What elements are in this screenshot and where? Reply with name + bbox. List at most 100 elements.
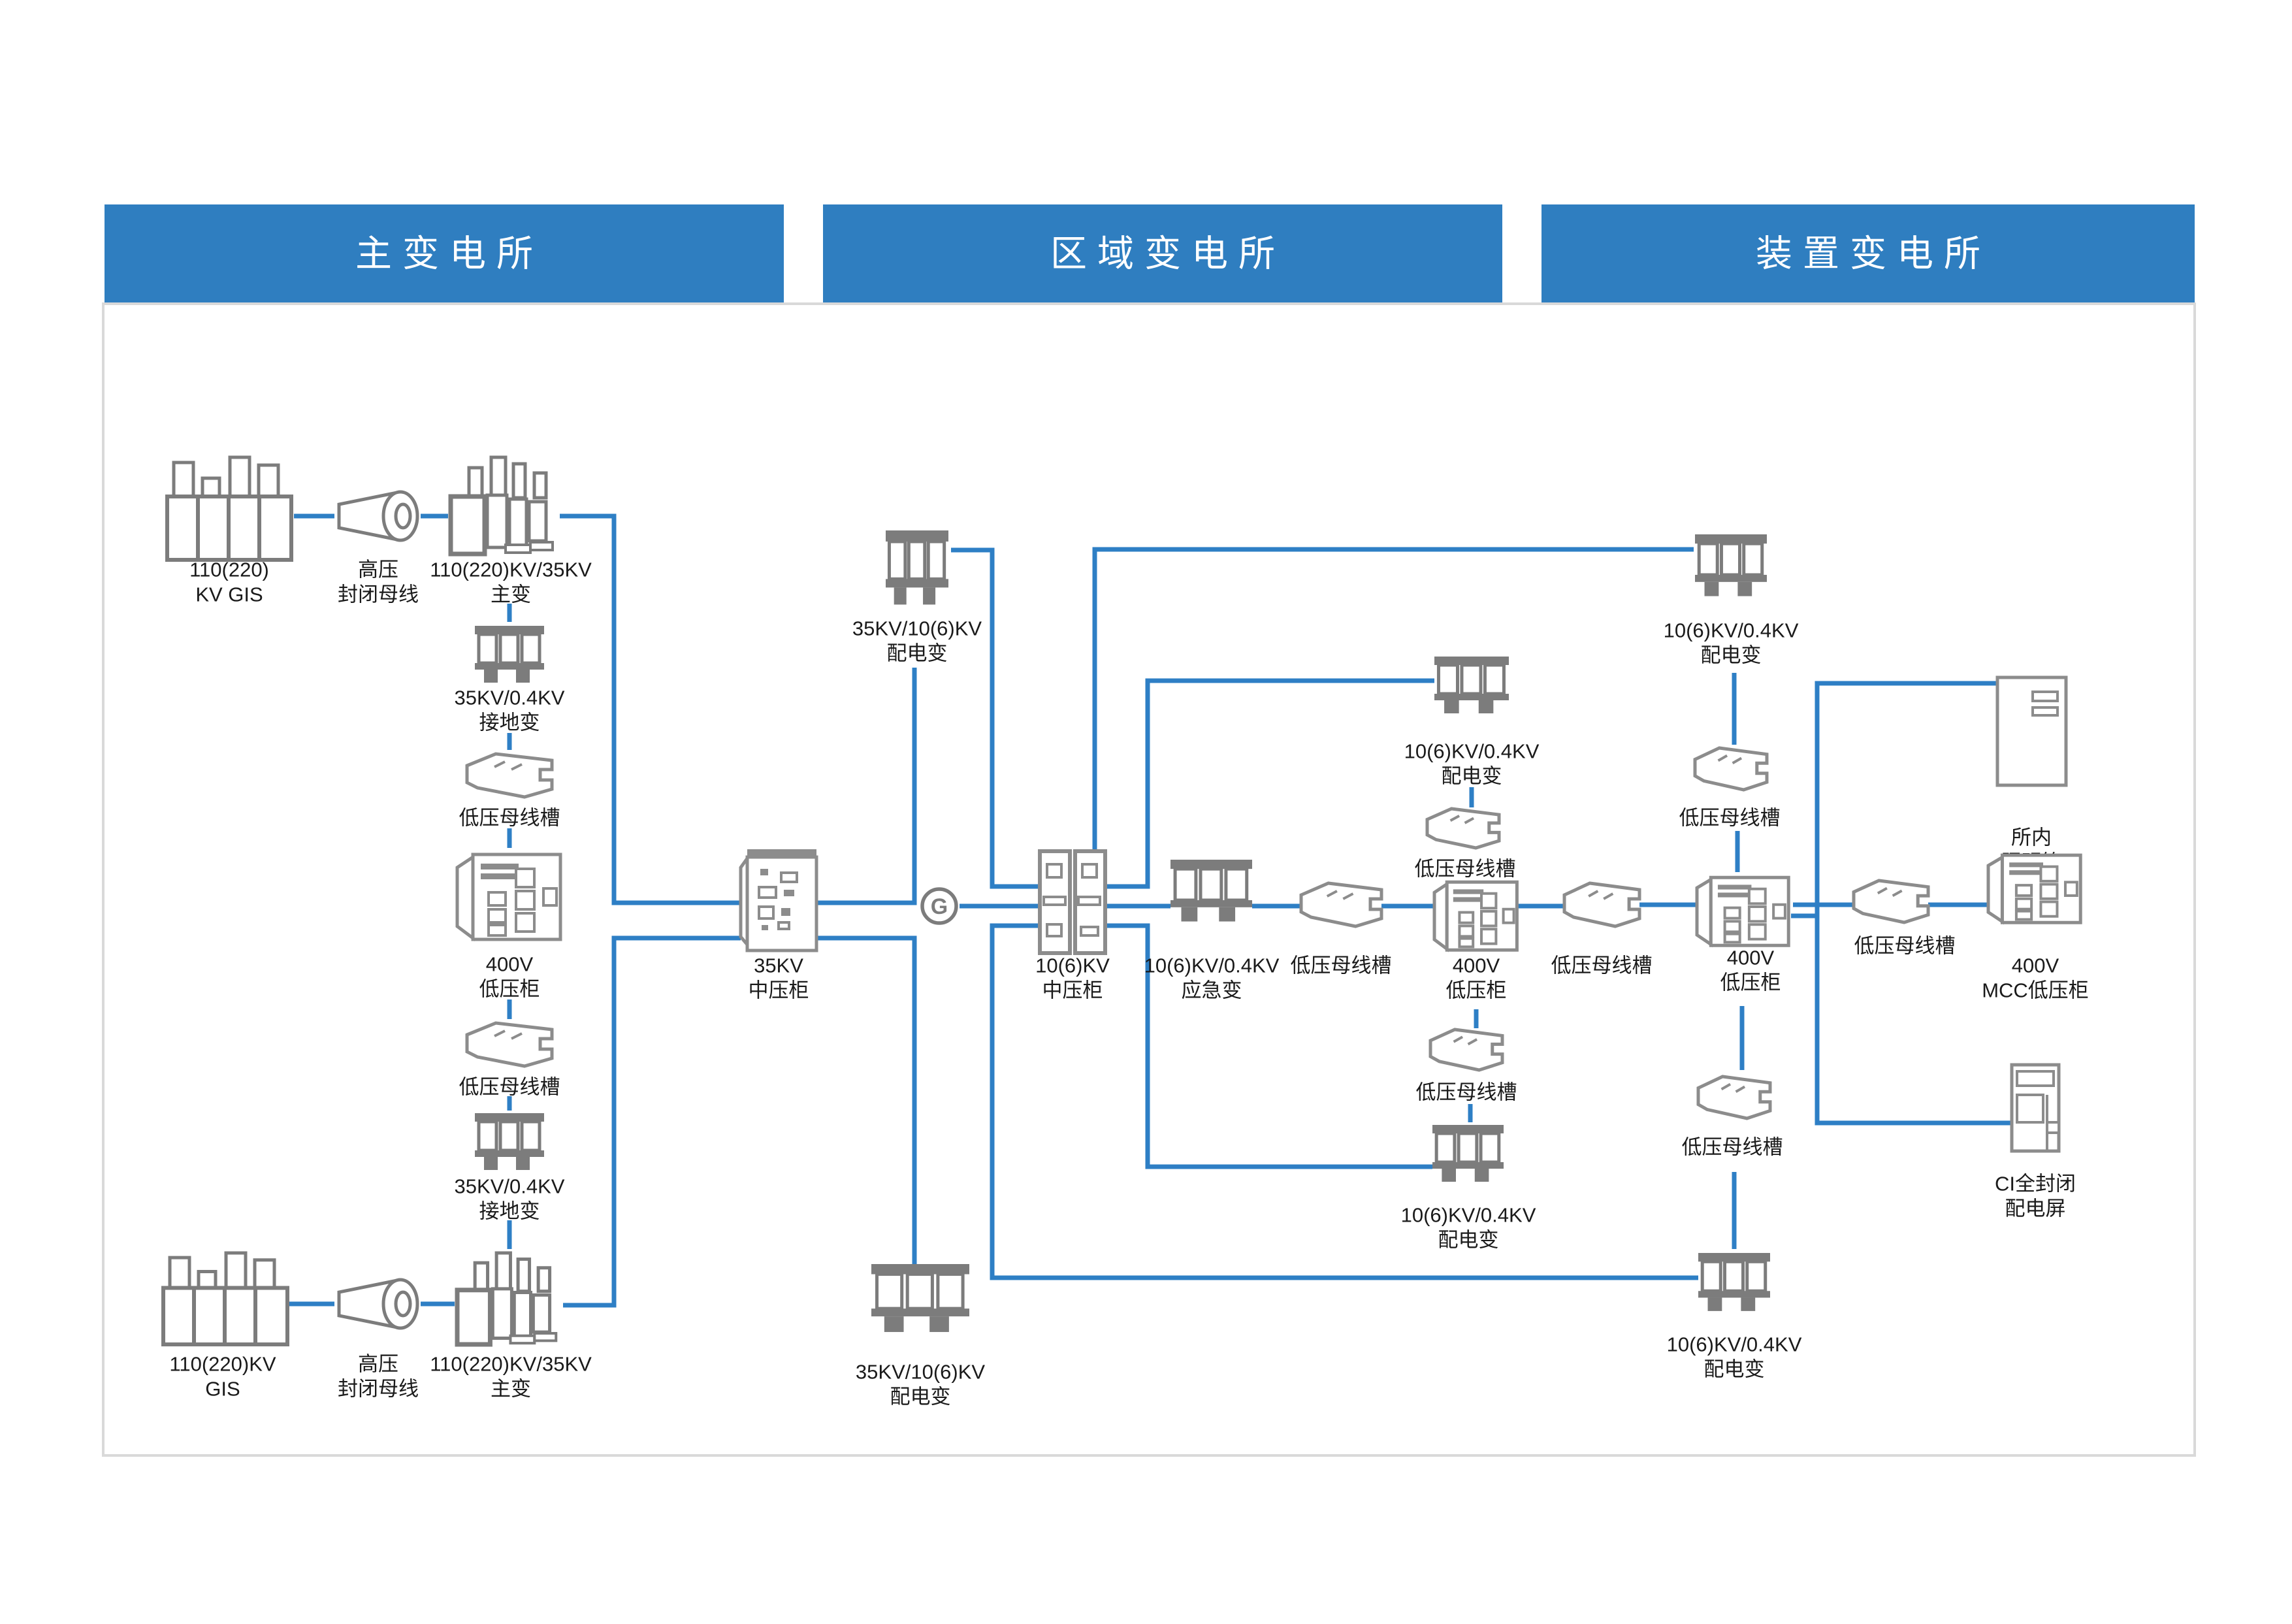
- node-label: 110(220)KV/35KV: [430, 1353, 592, 1376]
- connection-lv-cabinet-3--ci-panel: [1815, 916, 2012, 1126]
- node-label: 接地变: [479, 1200, 540, 1223]
- node-label: 低压母线槽: [1682, 1136, 1783, 1159]
- node-label: 低压母线槽: [459, 807, 560, 830]
- node-gis-1: 110(220)KV GIS: [167, 457, 291, 606]
- connection-mv-cabinet-10--dist-transformer-10-04-mid-top: [1105, 678, 1434, 889]
- node-label: 配电变: [1438, 1229, 1499, 1252]
- connection-mv-cabinet-10--dist-transformer-10-04-right-bottom: [990, 923, 1698, 1280]
- node-label: 主变: [491, 583, 531, 606]
- connection-mv-cabinet-35--dist-transformer-35-10-top: [816, 668, 917, 905]
- node-bus-duct-5: 低压母线槽: [1415, 809, 1516, 881]
- maint-icon: [457, 1253, 556, 1344]
- node-label: 配电屏: [2005, 1197, 2066, 1220]
- node-bus-duct-2: 低压母线槽: [459, 1023, 560, 1099]
- trans-icon: [1434, 657, 1509, 713]
- gis-icon: [167, 457, 291, 560]
- node-bus-duct-9: 低压母线槽: [1854, 881, 1956, 958]
- trans-icon: [1170, 860, 1252, 922]
- connection-lines: [287, 513, 2012, 1308]
- node-label: 低压母线槽: [459, 1076, 560, 1099]
- node-label: 400V: [1453, 954, 1500, 977]
- ci-icon: [2012, 1065, 2059, 1151]
- cab3d-icon: [1697, 877, 1788, 945]
- node-bus-duct-6: 低压母线槽: [1416, 1030, 1517, 1104]
- connection-mv-cabinet-35--main-transformer-2: [563, 935, 741, 1308]
- gis-icon: [163, 1253, 287, 1344]
- gen-icon: G: [922, 889, 956, 923]
- trans-icon: [1698, 1253, 1770, 1311]
- node-label: 35KV/0.4KV: [455, 1175, 565, 1198]
- section-header-1: 主变电所: [105, 204, 784, 302]
- node-label: 10(6)KV: [1035, 954, 1110, 977]
- node-label: 低压母线槽: [1416, 1081, 1517, 1104]
- connection-main-transformer-1--mv-cabinet-35: [560, 513, 741, 905]
- node-bus-duct-4: 低压母线槽: [1551, 883, 1653, 977]
- node-label: KV GIS: [195, 583, 263, 606]
- cab3d-icon: [457, 854, 560, 939]
- node-generator: G: [922, 889, 956, 923]
- node-label: 配电变: [890, 1386, 951, 1408]
- connection-mv-cabinet-10--dist-transformer-10-04-right-top: [1092, 547, 1694, 854]
- node-label: 应急变: [1182, 979, 1242, 1002]
- node-label: 主变: [491, 1378, 531, 1401]
- node-label: 中压柜: [1042, 979, 1103, 1002]
- duct-icon: [1854, 881, 1928, 922]
- svg-text:G: G: [931, 894, 948, 919]
- node-label: 配电变: [1704, 1358, 1765, 1381]
- section-header-3: 装置变电所: [1541, 204, 2195, 302]
- node-label: 110(220): [189, 559, 269, 581]
- duct-icon: [1698, 1077, 1770, 1118]
- trans-icon: [475, 626, 544, 683]
- trans-icon: [871, 1264, 969, 1333]
- node-label: 低压柜: [479, 978, 540, 1001]
- node-label: 400V: [2012, 954, 2059, 977]
- node-bus-duct-7: 低压母线槽: [1679, 748, 1781, 830]
- node-label: 低压母线槽: [1551, 954, 1653, 977]
- node-label: 低压柜: [1446, 979, 1507, 1002]
- duct-icon: [1427, 809, 1499, 848]
- node-bus-duct-3: 低压母线槽: [1291, 883, 1392, 977]
- node-label: 低压母线槽: [1291, 954, 1392, 977]
- node-label: 中压柜: [749, 979, 809, 1002]
- node-bus-duct-8: 低压母线槽: [1682, 1077, 1783, 1159]
- node-label: 10(6)KV/0.4KV: [1404, 740, 1540, 763]
- connection-mv-cabinet-35--dist-transformer-35-10-bottom: [816, 935, 917, 1264]
- node-label: 配电变: [1442, 765, 1502, 788]
- node-label: 接地变: [479, 711, 540, 734]
- cyl-icon: [339, 1280, 417, 1328]
- section-header-label: 区域变电所: [1050, 233, 1285, 274]
- section-header-2: 区域变电所: [823, 204, 1502, 302]
- section-header-label: 装置变电所: [1756, 233, 1991, 274]
- node-label: 10(6)KV/0.4KV: [1664, 619, 1799, 642]
- node-label: 低压柜: [1720, 971, 1781, 994]
- duct-icon: [1564, 883, 1639, 926]
- cab3d-icon: [1434, 882, 1517, 950]
- cyl-icon: [339, 492, 417, 540]
- connection-mv-cabinet-10--dist-transformer-10-04-mid-bottom: [1105, 923, 1432, 1169]
- node-label: 35KV: [754, 954, 803, 977]
- cab3d-icon: [1988, 855, 2080, 922]
- node-label: 110(220)KV: [169, 1353, 276, 1376]
- connection-lv-cabinet-3--lighting-box: [1791, 681, 1997, 918]
- lightbox-icon: [1997, 677, 2066, 785]
- maint-icon: [451, 457, 553, 554]
- duct-icon: [1430, 1030, 1502, 1070]
- trans-icon: [475, 1113, 544, 1170]
